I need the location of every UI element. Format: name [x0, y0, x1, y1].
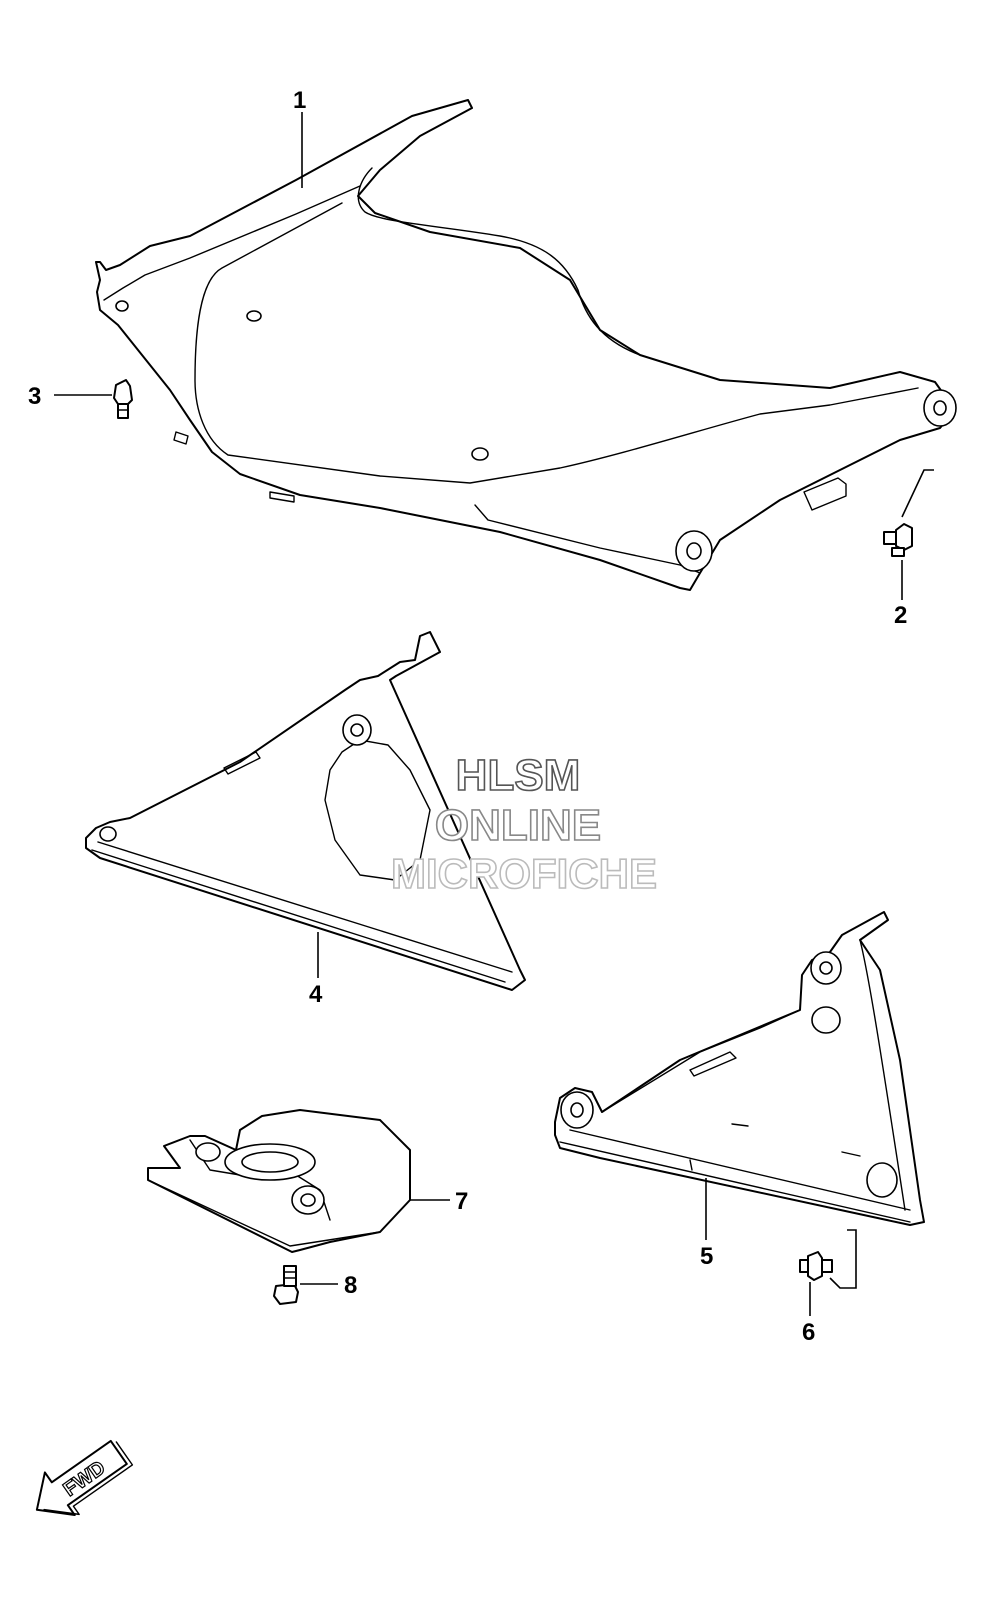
part-7-shield[interactable] — [147, 1109, 411, 1253]
callout-6: 6 — [802, 1319, 815, 1346]
watermark: HLSM ONLINE MICROFICHE — [390, 750, 658, 898]
watermark-line-2: ONLINE — [435, 801, 601, 850]
callout-7: 7 — [455, 1188, 468, 1215]
part-2-clip[interactable] — [883, 523, 913, 557]
leader-lines — [54, 112, 934, 1316]
callout-1: 1 — [293, 87, 306, 114]
part-1-cover[interactable] — [95, 99, 957, 591]
part-3-clip[interactable] — [113, 379, 133, 419]
watermark-line-3: MICROFICHE — [391, 850, 657, 897]
part-5-panel[interactable] — [554, 911, 925, 1226]
callout-4: 4 — [309, 981, 323, 1008]
part-6-clip[interactable] — [799, 1251, 833, 1281]
callout-8: 8 — [344, 1272, 357, 1299]
callout-numbers: 1 2 3 4 5 6 7 8 — [28, 87, 907, 1346]
callout-5: 5 — [700, 1243, 713, 1270]
watermark-line-1: HLSM — [456, 751, 581, 800]
callout-3: 3 — [28, 383, 41, 410]
part-8-bolt[interactable] — [273, 1265, 299, 1305]
part-4-panel[interactable] — [85, 631, 526, 991]
callout-2: 2 — [894, 602, 907, 629]
fwd-arrow: FWD — [35, 1439, 134, 1517]
